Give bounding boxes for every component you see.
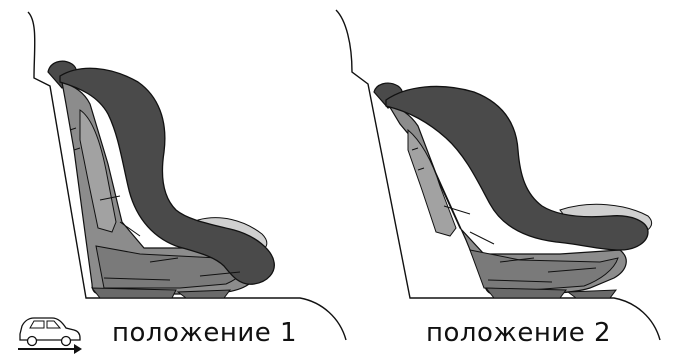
position-1-caption: положение 1	[112, 318, 297, 348]
seat-position-1	[28, 12, 346, 340]
seat-position-2	[336, 10, 660, 340]
side-wing-2	[408, 130, 456, 236]
seat-base-feet-2	[486, 288, 616, 298]
car-forward-icon	[18, 318, 82, 354]
position-2-caption: положение 2	[426, 318, 611, 348]
